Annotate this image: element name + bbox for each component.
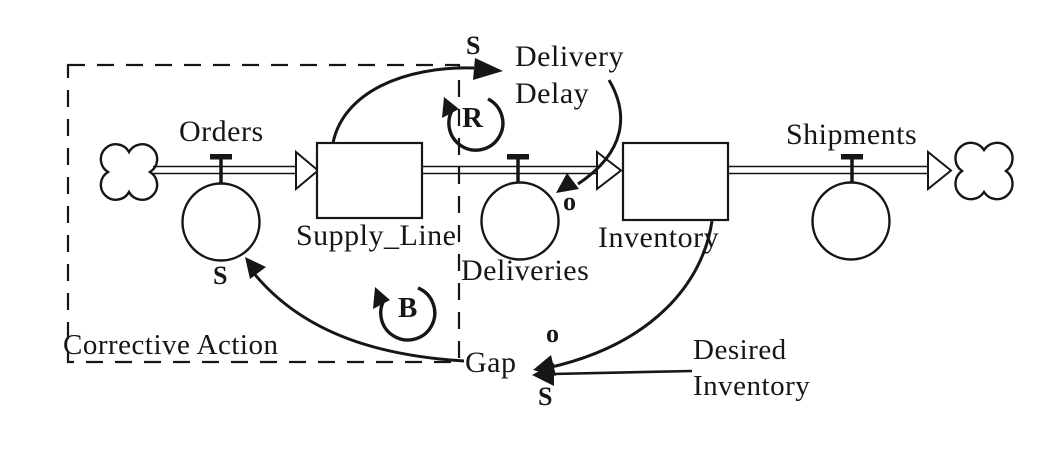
inventory-stock-label: Inventory — [598, 221, 720, 254]
supply-line-stock-label: Supply_Line — [296, 219, 457, 252]
flow-arrowhead-icon — [596, 149, 623, 192]
sink-cloud-icon — [954, 141, 1014, 201]
supplyline-to-deliverydelay-arrow — [331, 58, 503, 144]
polarity-o-gap: o — [546, 319, 559, 348]
deliveries-valve-icon — [480, 154, 560, 261]
orders-valve-icon — [181, 154, 261, 262]
delivery-delay-label-line1: Delivery — [515, 40, 624, 73]
desired-inventory-label-line2: Inventory — [693, 370, 811, 402]
inventory-stock — [621, 141, 730, 222]
shipments-valve-icon — [811, 154, 891, 261]
orders-flow-pipe — [153, 149, 320, 192]
shipments-flow-pipe — [728, 149, 953, 192]
flow-arrowhead-icon — [927, 149, 953, 192]
reinforcing-loop-icon — [442, 97, 505, 152]
policy-boundary-dashed-box — [66, 63, 461, 364]
gap-variable-label: Gap — [465, 346, 517, 379]
flow-arrowhead-icon — [295, 149, 320, 192]
polarity-s-delivery-delay: S — [466, 31, 481, 60]
balancing-loop-label: B — [398, 292, 418, 324]
desired-inventory-to-gap-arrow — [532, 363, 693, 386]
polarity-s-corrective: S — [213, 261, 228, 290]
deliveries-flow-label: Deliveries — [461, 254, 590, 287]
balancing-loop-icon — [373, 286, 437, 342]
polarity-o-deliveries: o — [563, 187, 576, 216]
supply-line-stock — [315, 141, 424, 220]
polarity-s-desired: S — [538, 382, 553, 411]
deliverydelay-to-deliveries-arrow — [556, 79, 623, 193]
reinforcing-loop-label: R — [462, 102, 483, 134]
desired-inventory-label-line1: Desired — [693, 334, 787, 366]
orders-flow-label: Orders — [179, 115, 264, 148]
shipments-flow-label: Shipments — [786, 118, 918, 151]
corrective-action-boundary-label: Corrective Action — [63, 329, 279, 361]
source-cloud-icon — [99, 143, 159, 201]
delivery-delay-label-line2: Delay — [515, 77, 590, 110]
gap-to-orders-arrow — [245, 257, 465, 363]
